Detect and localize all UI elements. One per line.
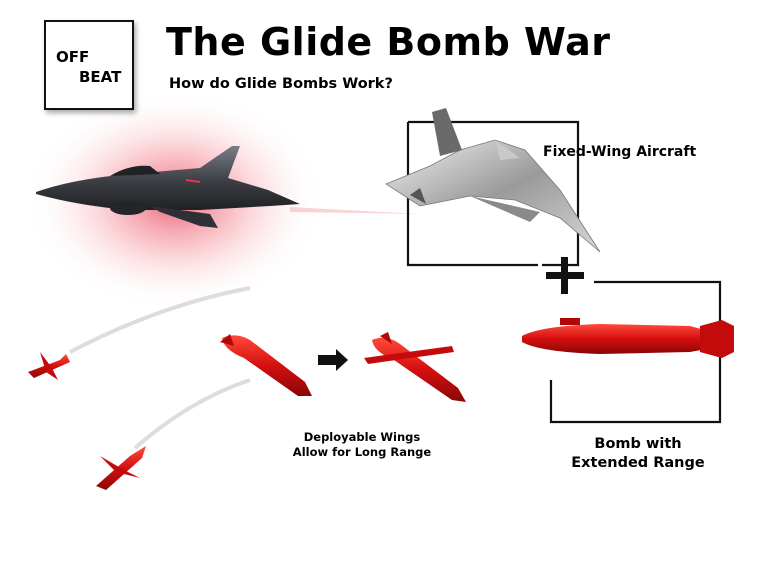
- offbeat-logo: OFF BEAT: [44, 20, 134, 110]
- glide-trail-2: [133, 378, 251, 450]
- logo-line1: OFF: [56, 48, 90, 66]
- page-title: The Glide Bomb War: [166, 20, 611, 64]
- logo-line2: BEAT: [79, 68, 122, 86]
- fighter-jet-icon: [36, 146, 300, 228]
- label-bomb-line2: Extended Range: [571, 455, 705, 471]
- aircraft-frame: [406, 120, 580, 267]
- label-deployable-wings: Deployable Wings Allow for Long Range: [272, 430, 452, 460]
- label-deployable-wings-line1: Deployable Wings: [303, 430, 421, 444]
- bomb-frame: [549, 280, 722, 424]
- fighter-jet-topview-icon: [385, 108, 601, 253]
- glide-bomb-icon: [364, 332, 466, 402]
- page-subtitle: How do Glide Bombs Work?: [169, 76, 393, 92]
- glide-bomb-icon: [220, 334, 312, 396]
- label-bomb-extended-range: Bomb with Extended Range: [548, 435, 728, 473]
- exhaust-streak: [290, 207, 420, 214]
- glide-trail-1: [69, 286, 251, 354]
- plus-icon: [546, 257, 584, 294]
- arrow-right-icon: [318, 349, 348, 371]
- label-fixed-wing-aircraft: Fixed-Wing Aircraft: [543, 144, 697, 160]
- bomb-icon: [522, 318, 734, 358]
- label-deployable-wings-line2: Allow for Long Range: [292, 445, 432, 459]
- glide-bomb-icon: [96, 446, 146, 490]
- label-bomb-line1: Bomb with: [594, 436, 682, 452]
- glide-bomb-icon: [28, 352, 70, 380]
